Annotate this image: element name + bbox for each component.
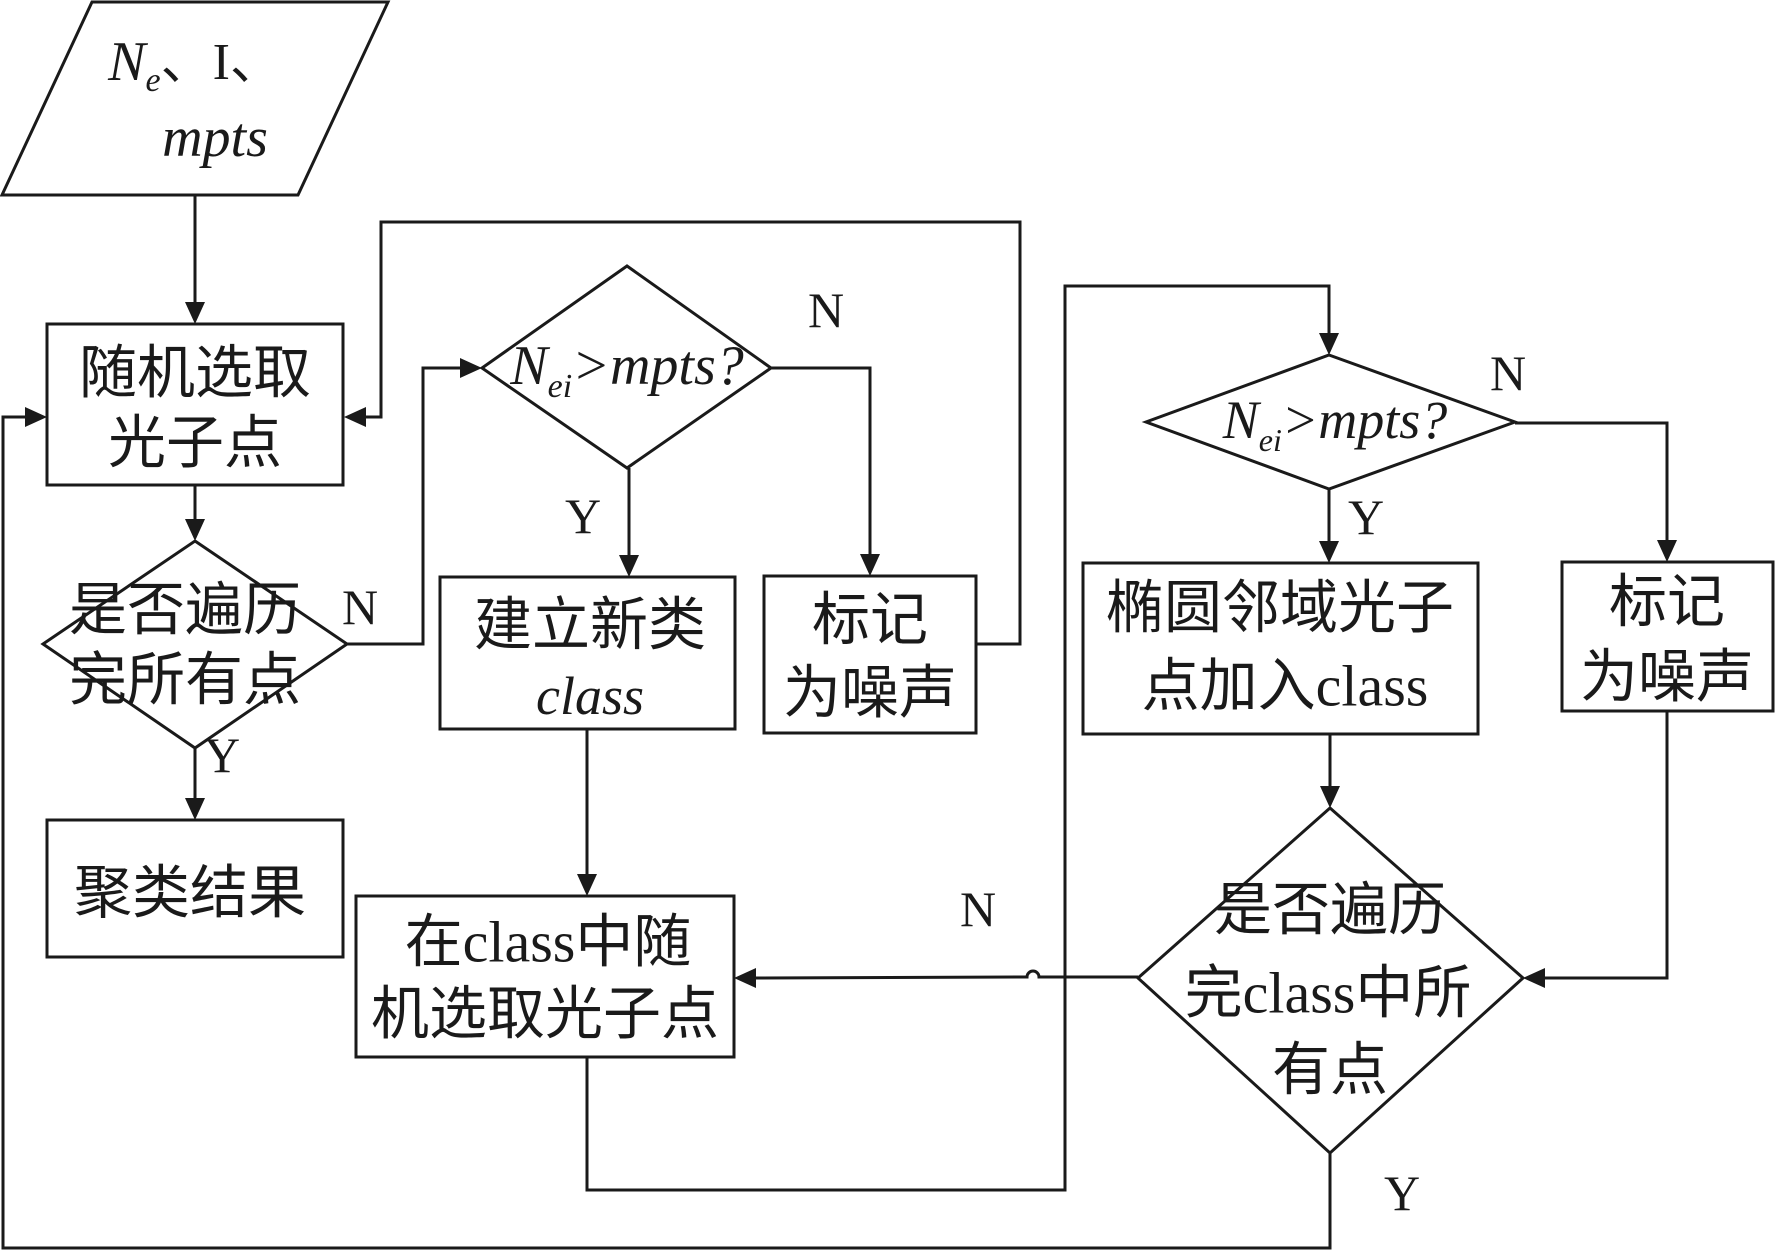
- arrow-head: [460, 358, 482, 378]
- cond-mpts-2-node: Nei>mpts?: [1141, 353, 1520, 491]
- label-cond1-yes: Y: [565, 488, 601, 544]
- edge-traversed-no: [347, 366, 464, 646]
- label-cond1-no: N: [808, 282, 844, 338]
- all-traversed-line1: 是否遍历: [69, 578, 301, 643]
- edge-noise2-to-traversed: [1541, 711, 1669, 980]
- arrow-head: [1319, 541, 1339, 563]
- arrow-head: [619, 555, 639, 577]
- cond-mpts-1-node: Nei>mpts?: [479, 264, 774, 470]
- arrow-head: [185, 519, 205, 541]
- new-class-node: 建立新类 class: [438, 575, 737, 731]
- label-all-traversed-yes: Y: [204, 727, 240, 783]
- class-traversed-line1: 是否遍历: [1214, 878, 1446, 943]
- class-select-line1: 在class中随: [405, 910, 692, 975]
- mark-noise-1-line1: 标记: [812, 588, 928, 653]
- arrow-head: [185, 798, 205, 820]
- class-traversed-line3: 有点: [1272, 1038, 1388, 1103]
- select-random-node: 随机选取 光子点: [45, 322, 345, 487]
- arrow-head: [734, 968, 756, 988]
- all-traversed-line2: 完所有点: [69, 648, 301, 713]
- add-to-class-line1: 椭圆邻域光子: [1106, 576, 1454, 641]
- cond-mpts-2-text: Nei>mpts?: [1222, 390, 1448, 458]
- arrow-head: [1523, 968, 1545, 988]
- mark-noise-1-node: 标记 为噪声: [762, 574, 978, 735]
- edge-classselect-to-cond2: [585, 284, 1331, 1192]
- arrow-head: [1319, 333, 1339, 355]
- label-class-traversed-no: N: [960, 881, 996, 937]
- add-to-class-line2: 点加入class: [1142, 654, 1429, 719]
- input-line1: Ne、I、: [107, 31, 282, 99]
- cluster-result-text: 聚类结果: [74, 861, 306, 926]
- arrow-head: [344, 407, 366, 427]
- add-to-class-node: 椭圆邻域光子 点加入class: [1081, 561, 1480, 736]
- label-cond2-no: N: [1490, 345, 1526, 401]
- cond-mpts-1-text: Nei>mpts?: [509, 335, 744, 405]
- class-traversed-node: 是否遍历 完class中所 有点: [1135, 805, 1526, 1156]
- all-traversed-node: 是否遍历 完所有点: [40, 539, 350, 750]
- new-class-line2: class: [536, 666, 644, 726]
- class-select-random-node: 在class中随 机选取光子点: [354, 894, 736, 1059]
- edge-classtraversed-no: [751, 969, 1138, 980]
- arrow-head: [860, 554, 880, 576]
- label-cond2-yes: Y: [1348, 489, 1384, 545]
- edge-cond2-no: [1515, 421, 1669, 544]
- arrow-head: [577, 874, 597, 896]
- input-node: Ne、I、 mpts: [0, 0, 391, 197]
- edge-noise1-loop: [362, 220, 1022, 646]
- mark-noise-2-line2: 为噪声: [1580, 645, 1754, 710]
- mark-noise-2-line1: 标记: [1609, 570, 1725, 635]
- new-class-line1: 建立新类: [474, 593, 706, 658]
- mark-noise-2-node: 标记 为噪声: [1560, 560, 1775, 713]
- arrow-head: [185, 302, 205, 324]
- select-random-line2: 光子点: [108, 411, 282, 476]
- edge-cond1-no: [771, 366, 872, 558]
- mark-noise-1-line2: 为噪声: [783, 661, 957, 726]
- arrow-head: [1320, 786, 1340, 808]
- label-all-traversed-no: N: [342, 579, 378, 635]
- connectors: [1, 195, 1677, 1250]
- arrow-head: [1657, 540, 1677, 562]
- arrow-head: [25, 407, 47, 427]
- label-class-traversed-yes: Y: [1384, 1165, 1420, 1221]
- cluster-result-node: 聚类结果: [45, 818, 345, 959]
- edge-classtraversed-yes: [1, 415, 1332, 1250]
- class-traversed-line2: 完class中所: [1185, 961, 1472, 1026]
- class-select-line2: 机选取光子点: [371, 982, 719, 1047]
- edge-labels: N Y N Y N Y N Y: [204, 282, 1526, 1221]
- input-line2: mpts: [162, 107, 268, 169]
- select-random-line1: 随机选取: [79, 341, 311, 406]
